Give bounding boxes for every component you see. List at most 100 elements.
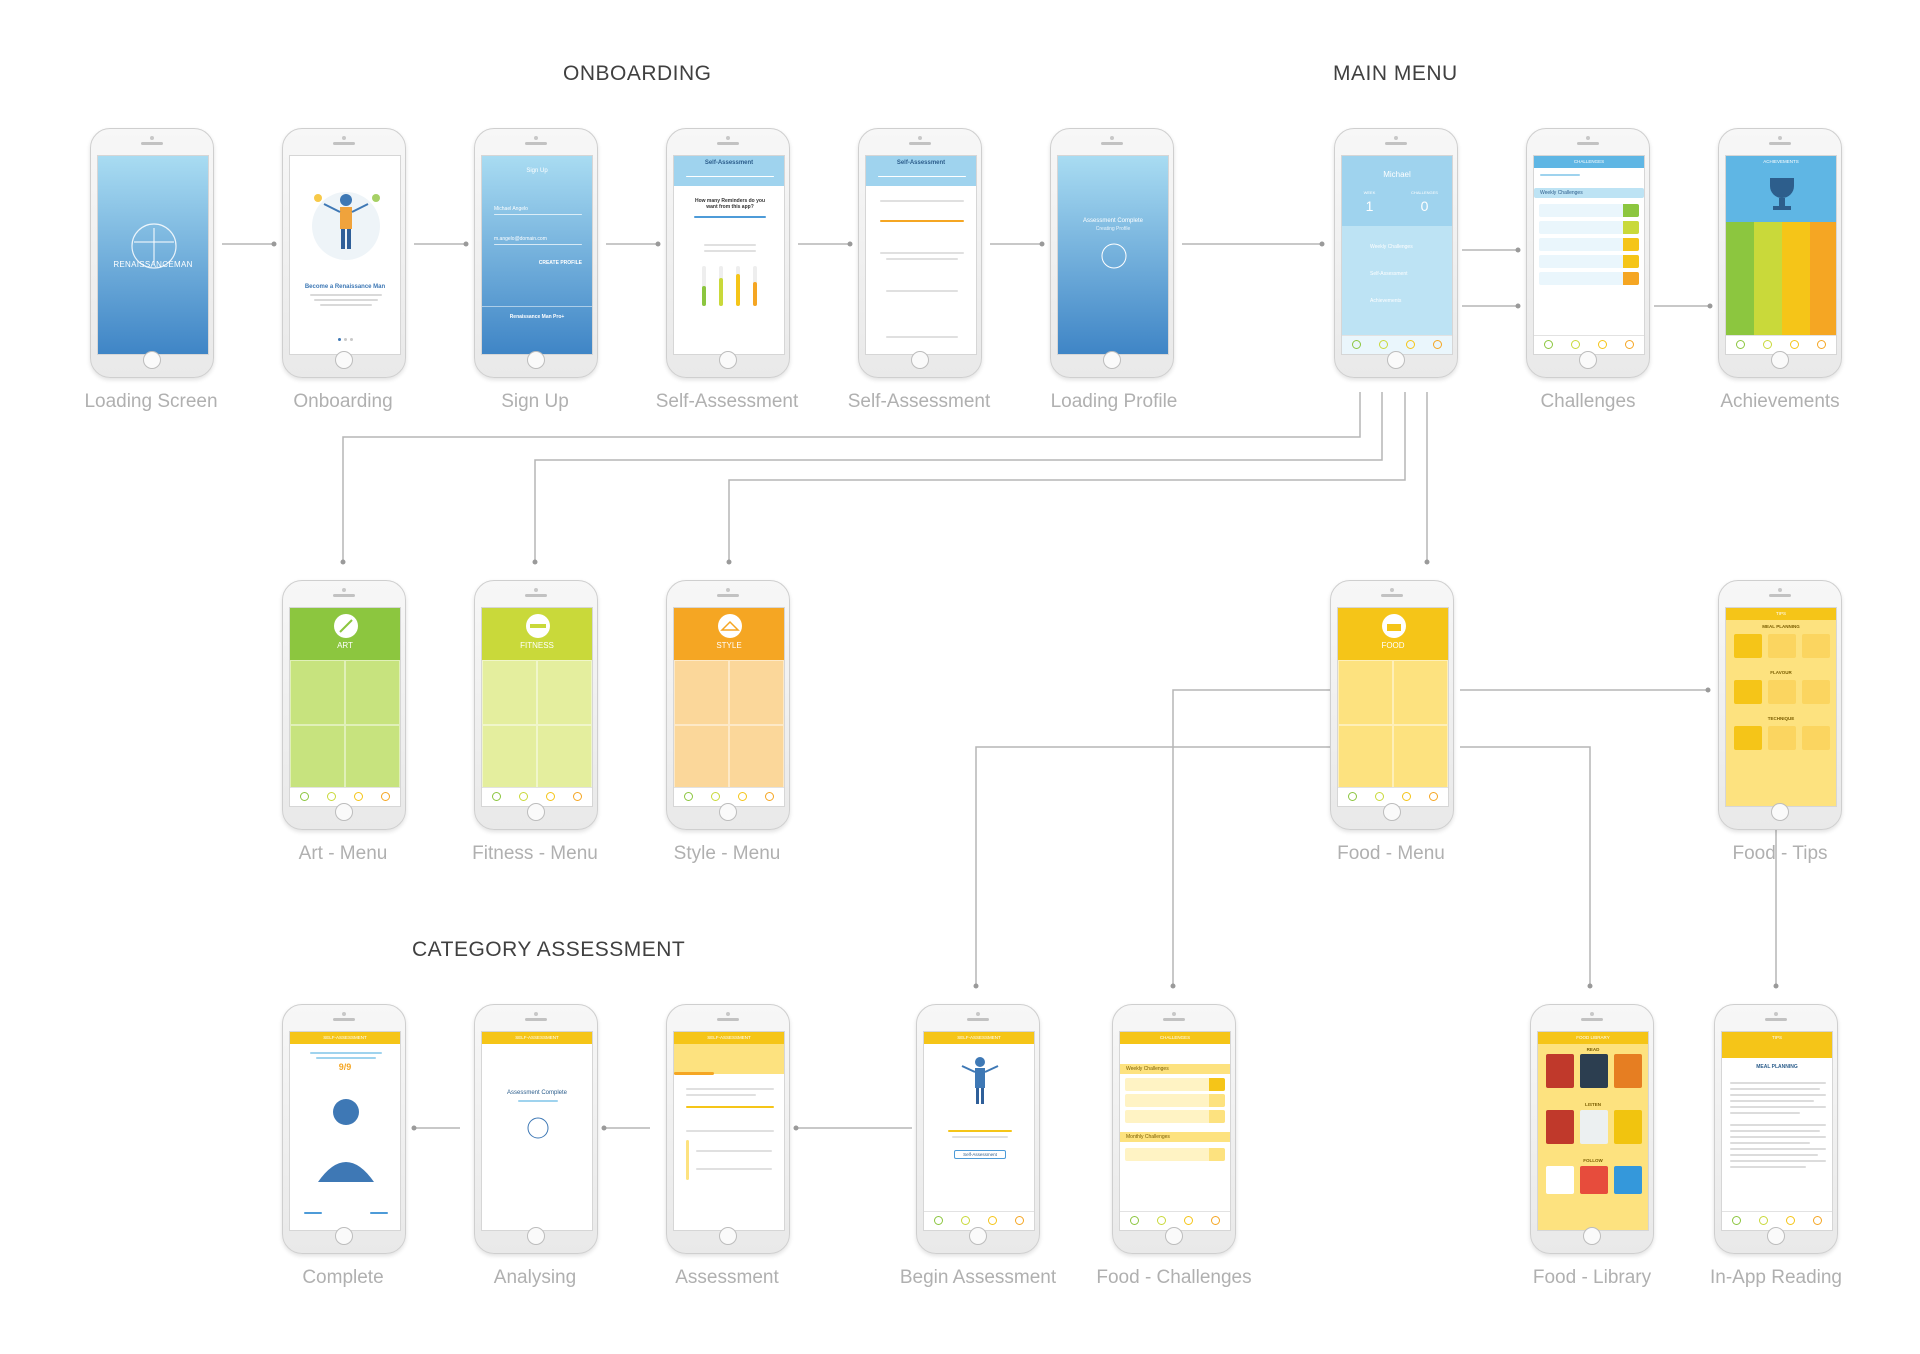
- chef-figure-icon: [961, 1057, 999, 1104]
- menu-achievements[interactable]: Achievements: [1370, 298, 1402, 304]
- week-value: 1: [1365, 198, 1374, 214]
- reading-tab-bar[interactable]: [1722, 1211, 1832, 1230]
- art-tab-icon[interactable]: [1352, 340, 1361, 349]
- fitness-challenges-tile[interactable]: [482, 660, 537, 725]
- caption-art-menu: Art - Menu: [298, 843, 388, 864]
- begin-assessment-tab-bar[interactable]: [924, 1211, 1034, 1230]
- challenges-screen: CHALLENGES Weekly Challenges: [1533, 155, 1645, 355]
- fitness-tab-bar[interactable]: [482, 787, 592, 806]
- phone-self-assessment-1: Self-Assessment How many Reminders do yo…: [666, 128, 790, 378]
- food-challenges-tab-bar[interactable]: [1120, 1211, 1230, 1230]
- food-challenges-screen: CHALLENGES Weekly Challenges Monthly Cha…: [1119, 1031, 1231, 1231]
- complete-link[interactable]: [370, 1212, 388, 1214]
- menu-self-assessment[interactable]: Self-Assessment: [1370, 271, 1408, 277]
- category-title-food: FOOD: [1381, 641, 1405, 650]
- challenges-tab-bar[interactable]: [1534, 335, 1644, 354]
- caption-loading-screen: Loading Screen: [84, 391, 218, 412]
- name-field[interactable]: Michael Angelo: [494, 206, 528, 212]
- phone-loading-profile: Assessment Complete Creating Profile: [1050, 128, 1174, 378]
- start-self-assessment-button[interactable]: Self-Assessment: [954, 1150, 1006, 1159]
- art-tips-tile[interactable]: [345, 660, 400, 725]
- loading-profile-screen: Assessment Complete Creating Profile: [1057, 155, 1169, 355]
- complete-title: SELF-ASSESSMENT: [323, 1035, 367, 1040]
- art-tab-bar[interactable]: [290, 787, 400, 806]
- onboarding-screen: Become a Renaissance Man: [289, 155, 401, 355]
- art-challenges-tile[interactable]: [290, 660, 345, 725]
- style-challenges-tile[interactable]: [674, 660, 729, 725]
- see-answers-link[interactable]: [304, 1212, 322, 1214]
- page-dots[interactable]: [338, 338, 354, 341]
- fitness-library-tile[interactable]: [537, 725, 592, 790]
- achievements-tab-bar[interactable]: [1726, 335, 1836, 354]
- style-library-tile[interactable]: [729, 725, 784, 790]
- sign-up-title: Sign Up: [526, 168, 548, 174]
- style-tab-bar[interactable]: [674, 787, 784, 806]
- style-tips-tile[interactable]: [729, 660, 784, 725]
- caption-food-tips: Food - Tips: [1732, 843, 1828, 864]
- section-title-category-assessment: CATEGORY ASSESSMENT: [412, 938, 686, 961]
- caption-self-assessment-2: Self-Assessment: [847, 391, 991, 412]
- food-challenges-title: CHALLENGES: [1159, 1035, 1191, 1040]
- category-title-art: ART: [337, 641, 353, 650]
- food-challenges-tile[interactable]: [1338, 660, 1393, 725]
- phone-begin-assessment: SELF-ASSESSMENT Self-Assessment: [916, 1004, 1040, 1254]
- phone-achievements: ACHIEVEMENTS: [1718, 128, 1842, 378]
- main-menu-screen: Michael WEEK 1 CHALLENGES 0 Weekly Chall…: [1341, 155, 1453, 355]
- style-assessment-tile[interactable]: [674, 725, 729, 790]
- dumbbell-icon: [526, 614, 550, 638]
- food-tips-title: TIPS: [1775, 611, 1786, 616]
- caption-complete: Complete: [302, 1267, 384, 1288]
- email-field[interactable]: m.angelo@domain.com: [494, 236, 547, 242]
- weekly-challenges-heading: Weekly Challenges: [1540, 190, 1583, 196]
- in-app-reading-screen: TIPS MEAL PLANNING: [1721, 1031, 1833, 1231]
- create-profile-button[interactable]: CREATE PROFILE: [538, 260, 582, 266]
- pro-upgrade-button[interactable]: Renaissance Man Pro+: [509, 314, 565, 320]
- analysing-message: Assessment Complete: [506, 1090, 568, 1096]
- reading-title: TIPS: [1771, 1035, 1782, 1040]
- food-tab-bar[interactable]: [1338, 787, 1448, 806]
- food-assessment-tile[interactable]: [1338, 725, 1393, 790]
- achievements-title: ACHIEVEMENTS: [1763, 159, 1799, 164]
- phone-complete: SELF-ASSESSMENT 9/9: [282, 1004, 406, 1254]
- menu-weekly-challenges[interactable]: Weekly Challenges: [1370, 244, 1413, 250]
- art-assessment-tile[interactable]: [290, 725, 345, 790]
- category-tab-bar[interactable]: [1342, 335, 1452, 354]
- art-library-tile[interactable]: [345, 725, 400, 790]
- fitness-assessment-tile[interactable]: [482, 725, 537, 790]
- fitness-menu-screen: FITNESS: [481, 607, 593, 807]
- paintbrush-icon: [334, 614, 358, 638]
- phone-food-challenges: CHALLENGES Weekly Challenges Monthly Cha…: [1112, 1004, 1236, 1254]
- food-weekly-challenges-heading: Weekly Challenges: [1126, 1066, 1169, 1072]
- trophy-icon: [1770, 178, 1794, 210]
- style-tab-icon[interactable]: [1433, 340, 1442, 349]
- assessment-screen: SELF-ASSESSMENT: [673, 1031, 785, 1231]
- reminders-question: How many Reminders do you want from this…: [694, 198, 765, 210]
- food-tab-icon[interactable]: [1406, 340, 1415, 349]
- library-group-follow: FOLLOW: [1583, 1158, 1603, 1163]
- phone-style-menu: STYLE: [666, 580, 790, 830]
- self-assessment-screen-1: Self-Assessment How many Reminders do yo…: [673, 155, 785, 355]
- assessment-complete-text: Assessment Complete: [1082, 218, 1144, 224]
- phone-in-app-reading: TIPS MEAL PLANNING: [1714, 1004, 1838, 1254]
- phone-onboarding: Become a Renaissance Man: [282, 128, 406, 378]
- self-assessment-2-title: Self-Assessment: [896, 160, 946, 166]
- caption-self-assessment-1: Self-Assessment: [655, 391, 799, 412]
- cooking-pot-icon: [1382, 614, 1406, 638]
- food-tips-tile[interactable]: [1393, 660, 1448, 725]
- category-title-style: STYLE: [716, 641, 742, 650]
- phone-self-assessment-2: Self-Assessment: [858, 128, 982, 378]
- fitness-tab-icon[interactable]: [1379, 340, 1388, 349]
- fitness-tips-tile[interactable]: [537, 660, 592, 725]
- caption-food-menu: Food - Menu: [1337, 843, 1445, 864]
- challenges-value: 0: [1420, 198, 1429, 214]
- caption-begin-assessment: Begin Assessment: [899, 1267, 1057, 1288]
- caption-sign-up: Sign Up: [501, 391, 569, 412]
- user-name: Michael: [1383, 170, 1411, 179]
- phone-food-menu: FOOD: [1330, 580, 1454, 830]
- phone-art-menu: ART: [282, 580, 406, 830]
- library-group-read: READ: [1586, 1047, 1600, 1052]
- caption-analysing: Analysing: [493, 1267, 577, 1288]
- food-library-tile[interactable]: [1393, 725, 1448, 790]
